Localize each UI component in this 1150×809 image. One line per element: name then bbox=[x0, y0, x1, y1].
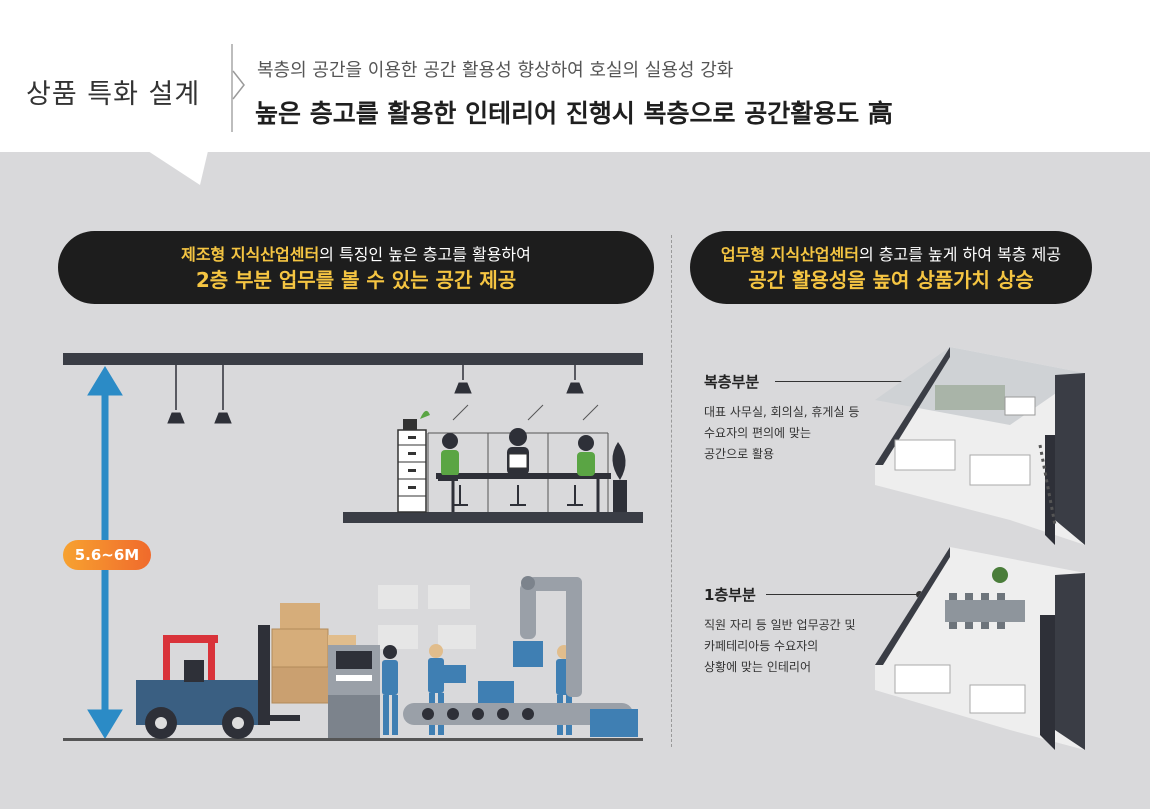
lower-callout-line bbox=[766, 594, 918, 595]
right-pill-line1: 의 층고를 높게 하여 복층 제공 bbox=[858, 245, 1062, 264]
column-divider bbox=[671, 235, 672, 747]
section-title: 상품 특화 설계 bbox=[26, 79, 201, 110]
plant-icon bbox=[612, 442, 627, 512]
upper-floor-rendering bbox=[875, 347, 1085, 545]
header: 상품 특화 설계 복층의 공간을 이용한 공간 활용성 향상하여 호실의 실용성… bbox=[0, 0, 1150, 152]
office-worker-figure bbox=[438, 428, 595, 481]
forklift-icon bbox=[136, 625, 300, 739]
left-pill-line1: 의 특징인 높은 층고를 활용하여 bbox=[319, 245, 531, 264]
ceiling-beam bbox=[63, 353, 643, 365]
plant-icon bbox=[992, 567, 1008, 583]
conveyor-icon bbox=[403, 681, 638, 737]
ground-floor-description: 직원 자리 등 일반 업무공간 및 카페테리아등 수요자의 상황에 맞는 인테리… bbox=[704, 618, 856, 674]
upper-floor-title: 복층부분 bbox=[704, 373, 760, 391]
pendant-lamp-icon bbox=[167, 365, 584, 424]
left-caption-pill: 제조형 지식산업센터의 특징인 높은 층고를 활용하여 2층 부분 업무를 볼 … bbox=[58, 231, 654, 304]
speech-bubble-tail bbox=[148, 151, 208, 185]
right-pill-highlight: 업무형 지식산업센터 bbox=[720, 245, 859, 264]
header-headline: 높은 층고를 활용한 인테리어 진행시 복층으로 공간활용도 高 bbox=[255, 99, 893, 128]
office-desk bbox=[436, 473, 611, 479]
chevron-right-icon bbox=[232, 70, 245, 100]
header-subtitle: 복층의 공간을 이용한 공간 활용성 향상하여 호실의 실용성 강화 bbox=[257, 60, 734, 81]
lower-callout-dot bbox=[916, 591, 923, 598]
header-divider bbox=[231, 44, 233, 132]
background-shelves bbox=[378, 585, 476, 649]
robot-arm-icon bbox=[513, 576, 582, 697]
left-pill-line2: 2층 부분 업무를 볼 수 있는 공간 제공 bbox=[195, 268, 517, 292]
factory-mezzanine-illustration bbox=[63, 353, 643, 741]
control-panel-machine bbox=[328, 645, 380, 738]
ground-floor-rendering bbox=[875, 547, 1085, 750]
filing-cabinet-icon bbox=[397, 410, 430, 513]
mezzanine-floor bbox=[343, 512, 643, 523]
ground-line bbox=[63, 738, 643, 741]
right-pill-line2: 공간 활용성을 높여 상품가치 상승 bbox=[748, 268, 1034, 292]
right-caption-pill: 업무형 지식산업센터의 층고를 높게 하여 복층 제공 공간 활용성을 높여 상… bbox=[690, 231, 1092, 304]
laptop-icon bbox=[508, 453, 528, 469]
ground-floor-title: 1층부분 bbox=[704, 586, 756, 604]
left-pill-highlight: 제조형 지식산업센터 bbox=[181, 245, 320, 264]
office-chair-icon bbox=[452, 485, 583, 506]
height-badge: 5.6~6M bbox=[63, 540, 151, 570]
upper-floor-description: 대표 사무실, 회의실, 휴게실 등 수요자의 편의에 맞는 공간으로 활용 bbox=[704, 405, 860, 461]
upper-callout-line bbox=[775, 381, 918, 382]
